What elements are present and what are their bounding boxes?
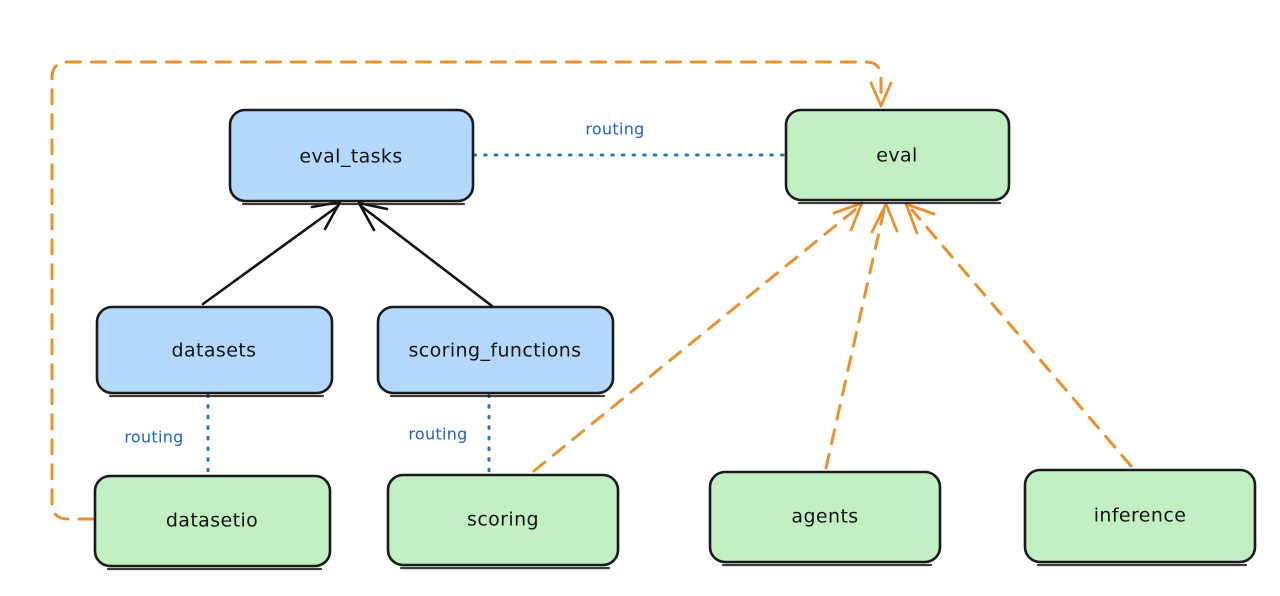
edge-scoring-to-eval-path [532,207,858,473]
node-eval-tasks[interactable]: eval_tasks [228,108,475,206]
node-layer: eval_tasks eval datasets scoring_functio… [93,108,1257,571]
node-eval-tasks-label: eval_tasks [299,146,402,168]
node-eval-label: eval [876,145,917,167]
node-datasetio-label: datasetio [166,510,258,532]
node-agents-box [708,470,942,564]
node-eval[interactable]: eval [784,108,1011,205]
node-datasets-label: datasets [172,340,257,362]
node-scoring-functions-box [376,305,615,395]
edge-scoring-functions-to-eval-tasks-path [359,204,494,308]
node-agents-label: agents [791,506,858,528]
node-inference-box [1023,468,1257,564]
edge-agents-to-eval-path [824,208,886,470]
node-datasetio[interactable]: datasetio [93,474,332,571]
edge-inference-to-eval-path [910,208,1133,468]
edge-scoring-functions-to-eval-tasks[interactable] [357,201,494,308]
edge-datasetio-to-eval-path [50,60,883,521]
node-inference-label: inference [1094,505,1187,527]
node-eval-tasks-box [228,108,475,203]
node-datasets[interactable]: datasets [95,305,334,398]
node-scoring-functions[interactable]: scoring_functions [376,305,615,398]
edge-agents-to-eval-arrowhead [870,202,899,234]
edge-datasets-to-eval-tasks-path [201,204,340,306]
node-datasets-box [95,305,334,395]
edge-datasetio-to-eval[interactable] [50,60,893,521]
node-scoring-label: scoring [467,509,539,531]
edge-agents-to-eval[interactable] [824,202,899,470]
edge-layer [50,60,1133,521]
node-agents[interactable]: agents [708,470,942,567]
node-scoring[interactable]: scoring [386,473,620,570]
node-eval-box [784,108,1011,202]
node-datasetio-box [93,474,332,568]
node-scoring-functions-label: scoring_functions [409,340,582,362]
routing-label-eval: routing [585,120,644,139]
routing-label-scoring: routing [408,425,467,444]
edge-datasetio-to-eval-arrowhead [869,81,893,108]
node-scoring-box [386,473,620,567]
edge-datasets-to-eval-tasks[interactable] [201,200,342,306]
edge-label-layer: routing routing routing [124,120,644,447]
node-inference[interactable]: inference [1023,468,1257,567]
routing-label-datasetio: routing [124,428,183,447]
edge-inference-to-eval[interactable] [904,202,1133,468]
